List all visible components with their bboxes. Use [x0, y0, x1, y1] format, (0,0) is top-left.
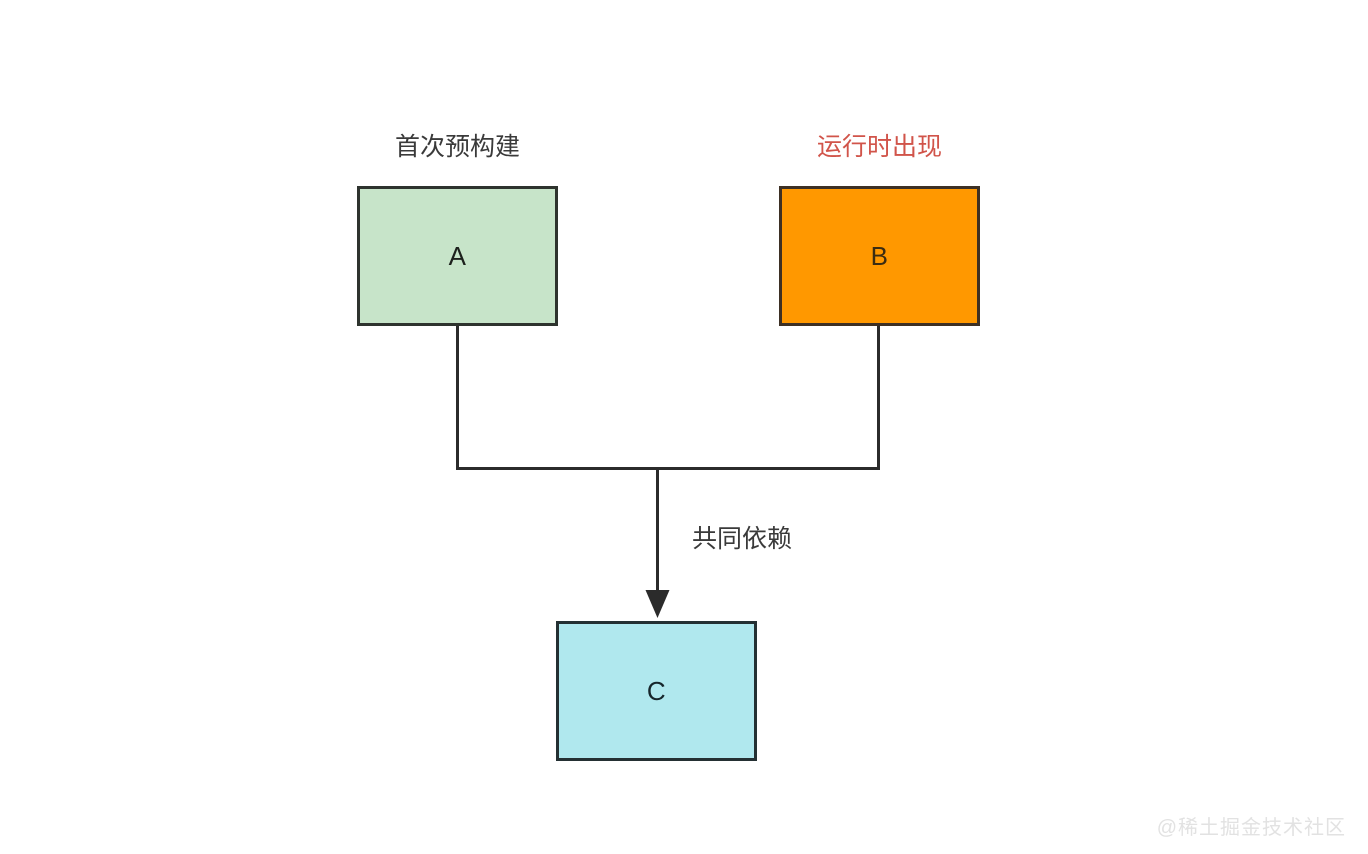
node-a[interactable]: A	[357, 186, 558, 326]
node-b[interactable]: B	[779, 186, 980, 326]
node-b-annotation: 运行时出现	[816, 133, 942, 161]
watermark: @稀土掘金技术社区	[1156, 817, 1346, 839]
node-c[interactable]: C	[556, 621, 757, 761]
node-a-annotation: 首次预构建	[394, 133, 520, 161]
edge-label-common-dependency: 共同依赖	[692, 525, 793, 553]
node-a-label: A	[448, 241, 467, 271]
node-b-label: B	[870, 241, 889, 271]
arrowhead-icon	[645, 590, 670, 618]
node-c-label: C	[646, 676, 667, 706]
